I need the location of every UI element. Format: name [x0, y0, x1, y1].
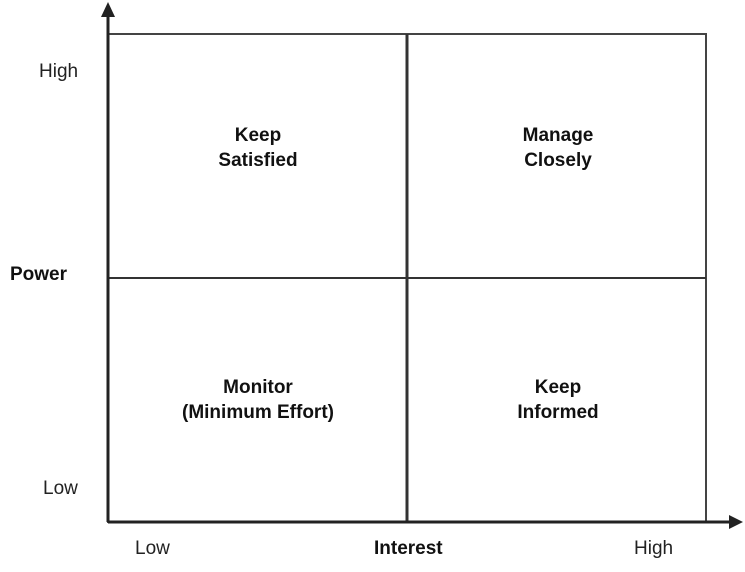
quadrant-line: Keep [234, 125, 282, 146]
quadrant-line: Closely [524, 150, 592, 171]
quadrant-line: Satisfied [218, 150, 298, 171]
x-axis-title: Interest [374, 538, 443, 559]
quadrant-line: Manage [522, 125, 594, 146]
quadrant-line: Monitor [223, 377, 293, 398]
x-axis-low-label: Low [135, 538, 170, 559]
y-axis-arrow [101, 2, 115, 17]
quadrant-monitor: Monitor (Minimum Effort) [138, 375, 378, 425]
y-axis-low-label: Low [43, 478, 78, 499]
quadrant-keep-satisfied: Keep Satisfied [158, 123, 358, 173]
y-axis-title: Power [10, 264, 68, 285]
x-axis-arrow [729, 515, 743, 529]
x-axis-high-label: High [634, 538, 674, 559]
quadrant-line: Informed [517, 402, 599, 423]
y-axis-high-label: High [39, 61, 79, 82]
quadrant-line: Keep [534, 377, 582, 398]
quadrant-manage-closely: Manage Closely [458, 123, 658, 173]
quadrant-line: (Minimum Effort) [182, 402, 334, 423]
quadrant-keep-informed: Keep Informed [458, 375, 658, 425]
